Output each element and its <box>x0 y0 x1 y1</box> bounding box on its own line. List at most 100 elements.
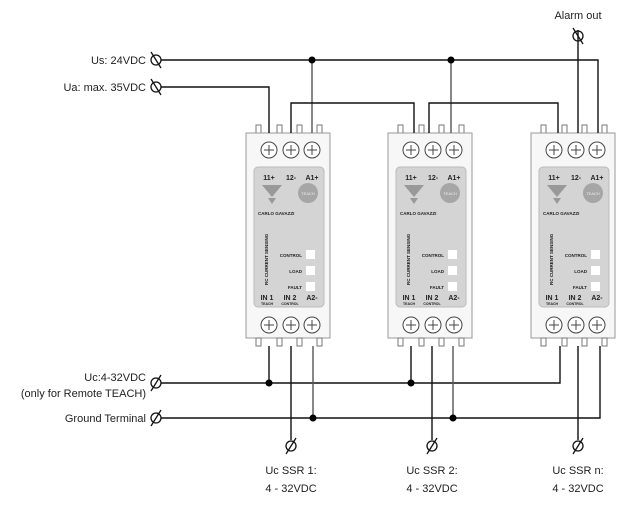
terminal-symbols <box>150 27 584 455</box>
terminal-label: IN 1 <box>403 295 416 302</box>
terminal-label: A2- <box>591 295 603 302</box>
uc-wire <box>161 346 561 384</box>
led-label: CONTROL <box>280 253 302 258</box>
teach-button[interactable] <box>583 183 603 203</box>
top-screw-terminals <box>402 141 463 159</box>
terminal-sublabel: CONTROL <box>423 302 441 306</box>
uc-label: Uc:4-32VDC <box>84 372 146 384</box>
fault-led <box>306 282 315 291</box>
led-label: LOAD <box>289 269 302 274</box>
ua-wire <box>161 86 270 133</box>
ssr2-label: Uc SSR 2: <box>406 465 457 477</box>
bottom-screw-terminals <box>545 316 606 334</box>
bottom-pins <box>540 337 608 347</box>
side-text: RC CURRENT SENSING <box>264 233 269 285</box>
ssr2-terminal-icon[interactable] <box>426 437 438 455</box>
led-label: FAULT <box>573 285 587 290</box>
teach-button[interactable] <box>298 183 318 203</box>
terminal-sublabel: CONTROL <box>566 302 584 306</box>
terminal-label: 11+ <box>405 175 417 182</box>
alarm-label: Alarm out <box>554 10 601 22</box>
teach-button-label: TEACH <box>586 191 600 196</box>
control-led <box>591 250 600 259</box>
load-led <box>591 266 600 275</box>
ssr-module: 11+ 12- A1+ TEACH CARLO GAVAZZI RC CURRE… <box>530 124 616 347</box>
ssr-module: 11+ 12- A1+ TEACH CARLO GAVAZZI RC CURRE… <box>387 124 473 347</box>
fault-led <box>591 282 600 291</box>
brand-logo-icon <box>547 185 567 204</box>
bottom-pins <box>255 337 323 347</box>
top-screw-terminals <box>545 141 606 159</box>
ssrn-label: Uc SSR n: <box>552 465 603 477</box>
teach-button[interactable] <box>440 183 460 203</box>
ground-terminal-icon[interactable] <box>150 409 162 427</box>
top-screw-terminals <box>260 141 321 159</box>
load-led <box>448 266 457 275</box>
led-label: LOAD <box>431 269 444 274</box>
brand-name: CARLO GAVAZZI <box>400 211 436 216</box>
wires <box>161 30 601 440</box>
terminal-label: IN 1 <box>546 295 559 302</box>
ssr1-terminal-icon[interactable] <box>285 437 297 455</box>
us-label: Us: 24VDC <box>91 55 146 67</box>
led-label: FAULT <box>288 285 302 290</box>
us-branch-wires <box>311 60 452 133</box>
us-wire <box>161 59 599 133</box>
ground-branch-wires <box>312 346 454 418</box>
teach-button-label: TEACH <box>443 191 457 196</box>
ssr1-label: Uc SSR 1: <box>265 465 316 477</box>
led-label: LOAD <box>574 269 587 274</box>
brand-logo-icon <box>262 185 282 204</box>
led-label: CONTROL <box>422 253 444 258</box>
fault-led <box>448 282 457 291</box>
teach-button-label: TEACH <box>301 191 315 196</box>
ground-label: Ground Terminal <box>65 413 146 425</box>
terminal-sublabel: CONTROL <box>281 302 299 306</box>
ssr-control-wires <box>290 346 579 440</box>
top-pins <box>540 124 608 134</box>
ua-label: Ua: max. 35VDC <box>63 82 146 94</box>
alarm-terminal-icon[interactable] <box>572 27 584 45</box>
terminal-label: IN 2 <box>569 295 582 302</box>
terminal-label: 12- <box>286 175 297 182</box>
ssr1-voltage: 4 - 32VDC <box>265 483 316 495</box>
terminal-label: A1+ <box>447 175 460 182</box>
top-pins <box>397 124 465 134</box>
link-wire-1-2 <box>290 102 415 133</box>
side-text: RC CURRENT SENSING <box>406 233 411 285</box>
terminal-label: IN 1 <box>261 295 274 302</box>
terminal-sublabel: TEACH <box>546 302 559 306</box>
brand-logo-icon <box>404 185 424 204</box>
link-wire-2-3 <box>428 102 559 133</box>
brand-name: CARLO GAVAZZI <box>543 211 579 216</box>
control-led <box>306 250 315 259</box>
ssr-module: 11+ 12- A1+ TEACH CARLO GAVAZZI RC CURRE… <box>245 124 331 347</box>
us-terminal-icon[interactable] <box>150 51 162 69</box>
brand-name: CARLO GAVAZZI <box>258 211 294 216</box>
ssr2-voltage: 4 - 32VDC <box>406 483 457 495</box>
ua-terminal-icon[interactable] <box>150 78 162 96</box>
terminal-label: A1+ <box>305 175 318 182</box>
terminal-label: 11+ <box>548 175 560 182</box>
terminal-label: 12- <box>428 175 439 182</box>
led-label: CONTROL <box>565 253 587 258</box>
bottom-screw-terminals <box>260 316 321 334</box>
ssrn-voltage: 4 - 32VDC <box>552 483 603 495</box>
terminal-label: IN 2 <box>426 295 439 302</box>
terminal-label: A1+ <box>590 175 603 182</box>
top-pins <box>255 124 323 134</box>
load-led <box>306 266 315 275</box>
junction-dots <box>265 56 457 422</box>
bottom-pins <box>397 337 465 347</box>
side-text: RC CURRENT SENSING <box>549 233 554 285</box>
terminal-sublabel: TEACH <box>403 302 416 306</box>
terminal-label: 12- <box>571 175 582 182</box>
control-led <box>448 250 457 259</box>
terminal-sublabel: TEACH <box>261 302 274 306</box>
terminal-label: A2- <box>306 295 318 302</box>
uc-terminal-icon[interactable] <box>150 374 162 392</box>
terminal-label: IN 2 <box>284 295 297 302</box>
terminal-label: A2- <box>448 295 460 302</box>
ssrn-terminal-icon[interactable] <box>572 437 584 455</box>
